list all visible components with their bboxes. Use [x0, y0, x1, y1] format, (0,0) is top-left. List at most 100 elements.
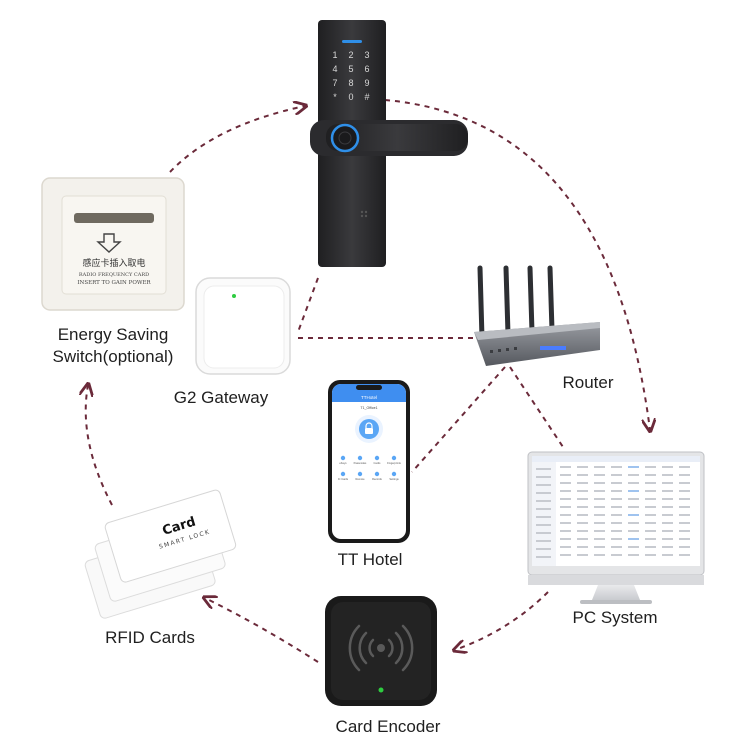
pc-table-cell	[679, 482, 690, 484]
pc-table-cell	[594, 554, 605, 556]
fingerprint-sensor	[330, 123, 360, 153]
pc-table-cell	[679, 474, 690, 476]
pc-table-cell	[679, 538, 690, 540]
pc-table-cell	[560, 482, 571, 484]
pc-table-cell	[645, 466, 656, 468]
pc-table-cell	[594, 546, 605, 548]
pc-table-cell	[611, 466, 622, 468]
pc-table-cell	[628, 474, 639, 476]
app-menu-icon	[340, 471, 346, 477]
pc-sidebar-item	[536, 540, 551, 542]
pc-table-cell	[577, 506, 588, 508]
label-card-encoder: Card Encoder	[335, 717, 441, 736]
flow-arrow-encoder-to-cards	[205, 598, 319, 663]
app-menu-icon	[357, 471, 363, 477]
pc-system	[527, 451, 705, 604]
link-lock-to-gateway	[297, 277, 319, 333]
pc-sidebar-item	[536, 508, 551, 510]
pc-table-cell	[628, 554, 639, 556]
pc-sidebar-item	[536, 548, 551, 550]
app-menu-label: Settings	[389, 477, 399, 481]
pc-table-cell	[679, 490, 690, 492]
pc-table-cell	[628, 538, 639, 540]
pc-sidebar-item	[536, 492, 551, 494]
app-menu-label: Remote	[355, 477, 365, 481]
app-menu-icon	[374, 455, 380, 461]
pc-table-cell	[645, 498, 656, 500]
pc-table-cell	[679, 554, 690, 556]
router-led-strip	[540, 346, 566, 350]
rfid-cards: SMART LOCK Card SMART LOCK	[84, 489, 237, 619]
pc-table-cell	[594, 522, 605, 524]
flow-arrow-lock-to-pc	[384, 99, 650, 430]
pc-table-cell	[577, 554, 588, 556]
keypad-key: 3	[364, 50, 369, 60]
pc-table-cell	[662, 474, 673, 476]
pc-table-cell	[662, 546, 673, 548]
pc-table-cell	[628, 546, 639, 548]
pc-sidebar-item	[536, 516, 551, 518]
app-menu-label: Cards	[374, 461, 382, 465]
pc-table-cell	[628, 506, 639, 508]
pc-table-cell	[594, 498, 605, 500]
pc-table-cell	[594, 538, 605, 540]
app-menu-icon	[391, 455, 397, 461]
label-g2-gateway: G2 Gateway	[173, 388, 269, 407]
pc-table-cell	[628, 466, 639, 468]
pc-table-cell	[594, 506, 605, 508]
pc-sidebar-item	[536, 476, 551, 478]
nfc-icon	[348, 624, 414, 672]
pc-table-cell	[645, 538, 656, 540]
switch-chinese-text: 感应卡插入取电	[82, 257, 145, 269]
pc-table-cell	[662, 554, 673, 556]
pc-table-cell	[611, 538, 622, 540]
pc-table-cell	[628, 514, 639, 516]
keypad-key: 8	[348, 78, 353, 88]
pc-table-cell	[560, 530, 571, 532]
app-menu-icon	[340, 455, 346, 461]
pc-table-cell	[628, 490, 639, 492]
pc-table-cell	[662, 538, 673, 540]
label-router: Router	[562, 373, 614, 392]
link-connectors	[297, 277, 566, 473]
flow-arrow-switch-to-lock	[169, 106, 305, 173]
pc-table-cell	[577, 522, 588, 524]
keypad-key: 1	[332, 50, 337, 60]
pc-sidebar-item	[536, 532, 551, 534]
keypad-key: *	[333, 92, 337, 102]
pc-table-cell	[679, 498, 690, 500]
label-energy-line1: Energy Saving	[57, 325, 169, 344]
app-menu-icon	[374, 471, 380, 477]
flow-connectors	[86, 99, 650, 663]
pc-table-cell	[679, 522, 690, 524]
keypad-key: 2	[348, 50, 353, 60]
app-menu-icon	[357, 455, 363, 461]
app-menu-label: eKeys	[339, 461, 347, 465]
pc-table-grid	[536, 466, 690, 558]
pc-table-cell	[560, 498, 571, 500]
pc-table-cell	[577, 530, 588, 532]
pc-table-cell	[611, 522, 622, 524]
pc-table-cell	[611, 474, 622, 476]
pc-table-cell	[560, 474, 571, 476]
pc-table-cell	[645, 554, 656, 556]
pc-table-cell	[577, 482, 588, 484]
link-router-to-tthotel	[411, 366, 506, 473]
pc-table-cell	[628, 498, 639, 500]
pc-table-cell	[645, 522, 656, 524]
app-menu-label: Fingerprints	[387, 461, 401, 465]
pc-table-cell	[662, 514, 673, 516]
pc-table-cell	[560, 538, 571, 540]
keypad-key: #	[364, 92, 369, 102]
pc-table-cell	[645, 474, 656, 476]
router-antennas	[477, 265, 555, 341]
pc-table-cell	[628, 522, 639, 524]
gateway-led	[232, 294, 236, 298]
card-encoder	[325, 596, 437, 706]
pc-table-cell	[628, 530, 639, 532]
pc-table-cell	[594, 474, 605, 476]
keypad-key: 5	[348, 64, 353, 74]
